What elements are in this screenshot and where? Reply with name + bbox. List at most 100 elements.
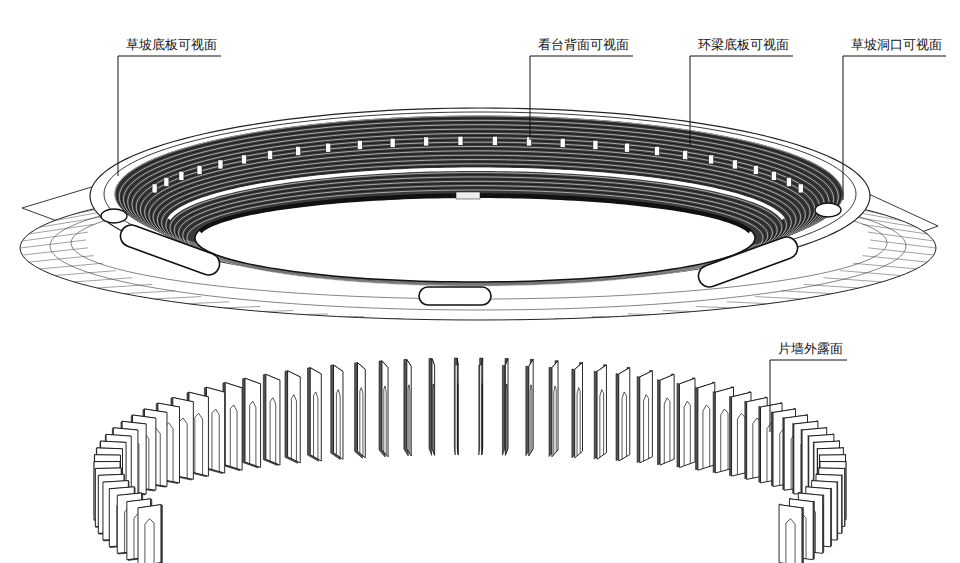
wall-fin bbox=[457, 358, 459, 455]
wall-fin bbox=[310, 368, 321, 461]
seat-row bbox=[166, 168, 787, 282]
wall-fin-side bbox=[637, 370, 652, 462]
wall-fin-side bbox=[572, 362, 583, 457]
wall-fin-side bbox=[285, 371, 300, 464]
plaza-grid-line bbox=[804, 284, 859, 288]
seat-row bbox=[176, 179, 774, 284]
wall-fin bbox=[575, 363, 583, 458]
vomitory-opening bbox=[357, 140, 362, 149]
wall-fin-arch bbox=[250, 401, 256, 466]
leader-line bbox=[690, 56, 793, 146]
wall-fin-side bbox=[243, 378, 261, 468]
vomitory-opening bbox=[492, 136, 497, 145]
wall-fin bbox=[432, 359, 435, 456]
wall-fins bbox=[94, 358, 846, 563]
wall-fin-arch bbox=[314, 392, 318, 459]
wall-fin-side bbox=[696, 382, 715, 470]
plaza-grid-line bbox=[781, 291, 832, 294]
wall-fin-side bbox=[223, 383, 242, 471]
wall-fin bbox=[357, 363, 365, 458]
plaza-grid-line bbox=[628, 313, 653, 315]
wall-fin bbox=[779, 505, 802, 563]
wall-fin bbox=[138, 505, 161, 563]
seat-row bbox=[185, 188, 765, 286]
wall-fin bbox=[382, 361, 388, 457]
wall-fin-arch bbox=[703, 405, 710, 469]
vomitory-opening bbox=[458, 136, 463, 145]
slope-opening bbox=[117, 222, 222, 278]
plaza-grid-line bbox=[727, 302, 769, 304]
wall-fin-arch bbox=[457, 384, 458, 453]
wall-fin-arch bbox=[270, 398, 276, 464]
seat-row bbox=[181, 183, 770, 284]
vomitory-opening bbox=[424, 137, 429, 146]
vomitory-opening bbox=[197, 165, 202, 174]
wall-fin-side bbox=[331, 365, 343, 460]
vomitory-opening bbox=[296, 146, 301, 155]
wall-fin-side bbox=[549, 361, 558, 457]
wall-fin-arch bbox=[554, 386, 556, 455]
wall-fin-arch bbox=[433, 384, 434, 453]
plaza-grid-line bbox=[433, 319, 439, 320]
wall-fin-side bbox=[616, 367, 630, 460]
leader-line bbox=[770, 360, 847, 432]
slope-openings bbox=[101, 203, 841, 305]
seat-row bbox=[174, 177, 777, 284]
plaza-grid-line bbox=[55, 271, 116, 276]
vomitory-opening bbox=[268, 150, 273, 159]
slope-opening bbox=[419, 287, 491, 305]
wall-fin bbox=[505, 359, 508, 456]
plaza-grid-line bbox=[262, 310, 293, 312]
wall-fin-side bbox=[658, 374, 675, 465]
plaza-grid-line bbox=[862, 256, 927, 262]
slope-hole bbox=[101, 209, 127, 223]
wall-fin bbox=[334, 365, 343, 459]
wall-fin-arch bbox=[179, 418, 187, 478]
wall-fin bbox=[660, 374, 674, 465]
wall-fin-arch bbox=[600, 390, 604, 458]
wall-fin bbox=[245, 378, 261, 467]
vomitory-opening bbox=[732, 160, 737, 169]
field bbox=[195, 194, 755, 282]
wall-fin bbox=[597, 365, 606, 459]
plaza-grid-line bbox=[389, 318, 402, 319]
wall-fin-arch bbox=[664, 398, 670, 464]
wall-fin-arch bbox=[644, 395, 649, 461]
leader-line bbox=[118, 56, 221, 176]
plaza-grid-line bbox=[516, 319, 522, 320]
vomitory-opening bbox=[625, 143, 630, 152]
leader-line bbox=[530, 56, 633, 140]
wall-fin-side bbox=[479, 358, 483, 455]
wall-fin-arch bbox=[684, 401, 690, 466]
wall-fin bbox=[619, 368, 630, 461]
callout-label: 环梁底板可视面 bbox=[696, 37, 791, 53]
vomitory-opening bbox=[683, 150, 688, 159]
slope-hole bbox=[815, 203, 841, 217]
vomitory-opening bbox=[164, 177, 169, 186]
tunnel-mark bbox=[456, 192, 480, 199]
seat-row bbox=[187, 190, 763, 286]
wall-fin bbox=[206, 387, 224, 473]
wall-fin-arch bbox=[360, 388, 363, 456]
plaza-grid-line bbox=[74, 278, 132, 282]
wall-fin-arch bbox=[721, 409, 728, 472]
vomitory-opening bbox=[771, 171, 776, 180]
plaza-grid-line bbox=[840, 271, 901, 276]
wall-fin-arch bbox=[786, 519, 795, 563]
wall-fin-side bbox=[404, 359, 411, 456]
plaza-grid-line bbox=[22, 248, 88, 255]
slope-opening bbox=[695, 234, 800, 290]
plaza-grid-line bbox=[824, 278, 882, 282]
plaza-grid-line bbox=[868, 248, 934, 255]
plaza-grid-line bbox=[554, 318, 567, 319]
vomitory-opening bbox=[152, 184, 157, 193]
wall-fin bbox=[266, 374, 280, 465]
plaza-grid-line bbox=[303, 313, 328, 315]
wall-fin bbox=[552, 361, 558, 457]
plaza-grid-line bbox=[870, 240, 936, 248]
wall-fin-arch bbox=[737, 413, 745, 474]
vomitory-opening bbox=[390, 138, 395, 147]
plaza-grid-line bbox=[20, 240, 86, 248]
vomitory-opening bbox=[709, 155, 714, 164]
